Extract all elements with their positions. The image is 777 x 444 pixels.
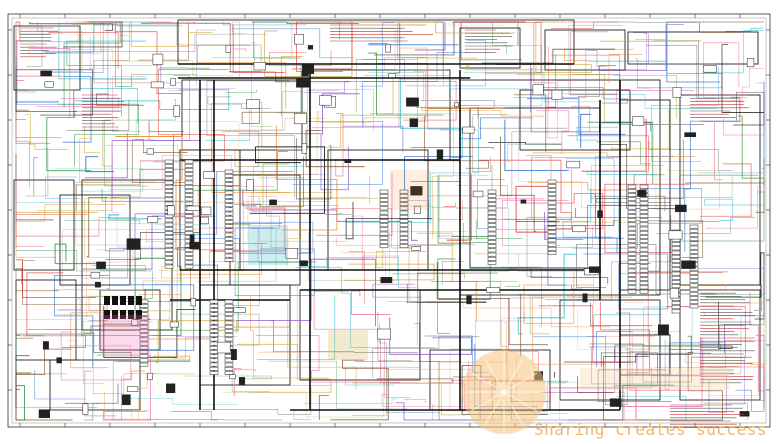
watermark-logo xyxy=(462,350,730,434)
watermark-text: Sharing creates success xyxy=(534,420,768,439)
highlight-areas xyxy=(100,170,430,360)
connector-terminals xyxy=(139,159,699,375)
drawing-frame xyxy=(7,13,771,428)
label-text-lines xyxy=(20,24,755,428)
